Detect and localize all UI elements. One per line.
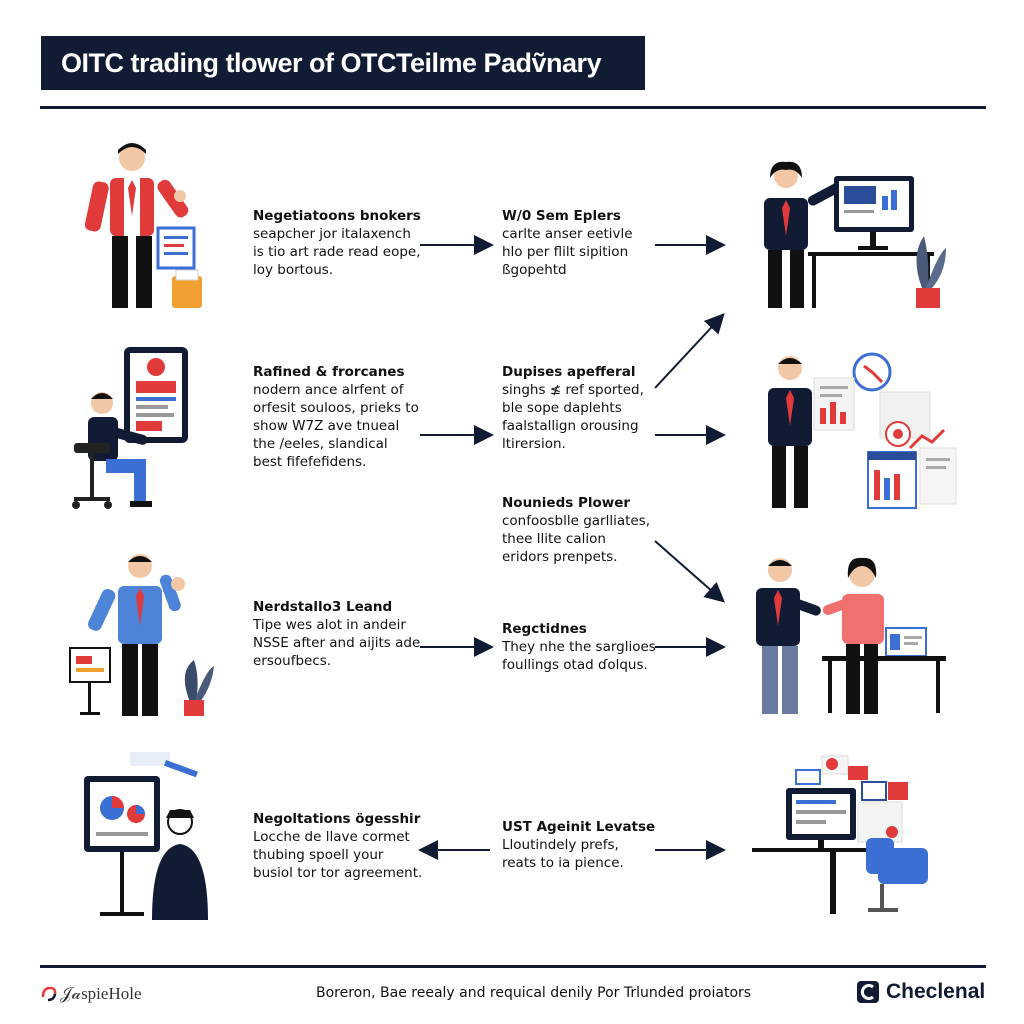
step-line: singhs ≰ ref sported, bbox=[502, 382, 644, 398]
checkbox-logo-icon bbox=[857, 981, 879, 1003]
step-line: reats to ia pience. bbox=[502, 855, 624, 871]
step-line: foullings otad ɗolqus. bbox=[502, 657, 648, 673]
arrow-diag-down bbox=[654, 540, 726, 603]
step-line: eridors prenpets. bbox=[502, 549, 618, 565]
step-line: thee llite calion bbox=[502, 531, 606, 547]
step-heading: Nounieds Plower bbox=[502, 495, 631, 511]
step-line: They nhe the sarglioes bbox=[502, 639, 656, 655]
step-block: Negoltations ögesshir Locche de llave co… bbox=[253, 810, 422, 882]
seated-analyst-illustration bbox=[72, 347, 188, 509]
step-heading: W/0 Sem Eplers bbox=[502, 208, 621, 224]
step-line: ble sope daplehts bbox=[502, 400, 622, 416]
page-title: OITC trading tlower of OTCTeilme Padṽnar… bbox=[61, 47, 602, 78]
presenter-easel-illustration bbox=[69, 554, 214, 716]
step-heading: Dupises apefferal bbox=[502, 364, 636, 380]
step-line: hlo per flilt sipition bbox=[502, 244, 629, 260]
title-banner: OITC trading tlower of OTCTeilme Padṽnar… bbox=[41, 36, 645, 90]
step-line: nodern ance alrfent of bbox=[253, 382, 404, 398]
step-line: thubing spoell your bbox=[253, 847, 384, 863]
step-block: Negetiatoons bnokers seapcher jor italax… bbox=[253, 207, 421, 279]
step-heading: Nerdstallo3 Leand bbox=[253, 599, 393, 615]
step-line: NSSE after and aijits ade bbox=[253, 635, 421, 651]
step-block: W/0 Sem Eplers carlte anser eetivle hlo … bbox=[502, 207, 633, 279]
step-block: UST Ageinit Levatse Lloutindely prefs, r… bbox=[502, 818, 655, 872]
monitor-presenter-illustration bbox=[764, 161, 946, 308]
footer-right-brand: Checlenal bbox=[886, 980, 986, 1003]
step-line: the /eeles, slandical bbox=[253, 436, 388, 452]
step-block: Nounieds Plower confoosblle garlliates, … bbox=[502, 494, 650, 566]
step-heading: Negetiatoons bnokers bbox=[253, 208, 421, 224]
step-line: best fifefefidens. bbox=[253, 454, 367, 470]
step-line: Tipe wes alot in andeir bbox=[253, 617, 406, 633]
step-line: busiol tor tor agreement. bbox=[253, 865, 423, 881]
step-line: orfesit souloos, prieks to bbox=[253, 400, 419, 416]
bottom-divider bbox=[40, 965, 986, 968]
top-divider bbox=[40, 106, 986, 109]
step-heading: Regctidnes bbox=[502, 621, 587, 637]
step-block: Nerdstallo3 Leand Tipe wes alot in andei… bbox=[253, 598, 420, 670]
footer-caption: Boreron, Bae reealy and requical denily … bbox=[316, 985, 752, 1001]
step-block: Dupises apefferal singhs ≰ ref sported, … bbox=[502, 363, 644, 453]
step-block: Rafined & frorcanes nodern ance alrfent … bbox=[253, 363, 419, 471]
step-heading: Negoltations ögesshir bbox=[253, 811, 421, 827]
step-line: faalstallign orousing bbox=[502, 418, 639, 434]
broker-clipboard-illustration bbox=[84, 143, 202, 308]
step-line: Locche de llave cormet bbox=[253, 829, 410, 845]
footer-left-brand: 𝒥𝒶spieHole bbox=[60, 984, 142, 1003]
step-heading: UST Ageinit Levatse bbox=[502, 819, 656, 835]
handshake-meeting-illustration bbox=[756, 557, 946, 714]
step-block: Regctidnes They nhe the sarglioes foulli… bbox=[502, 620, 656, 674]
step-line: show W7Z ave tnueal bbox=[253, 418, 400, 434]
step-line: ßgopehtd bbox=[502, 262, 567, 278]
step-line: is tio art rade read eope, bbox=[253, 244, 421, 260]
workstation-illustration bbox=[752, 755, 928, 914]
logo-swirl-icon bbox=[41, 986, 57, 1002]
dashboard-analyst-illustration bbox=[768, 352, 957, 509]
step-line: confoosblle garlliates, bbox=[502, 513, 651, 529]
arrow-diag-up bbox=[654, 313, 725, 389]
footer-right-logo: Checlenal bbox=[856, 980, 985, 1004]
step-line: Lloutindely prefs, bbox=[502, 837, 619, 853]
step-line: ersoufbecs. bbox=[253, 653, 332, 669]
step-line: carlte anser eetivle bbox=[502, 226, 633, 242]
step-line: loy bortous. bbox=[253, 262, 334, 278]
step-line: ltirersion. bbox=[502, 436, 566, 452]
footer-left-logo: 𝒥𝒶spieHole bbox=[40, 984, 142, 1004]
pie-chart-easel-illustration bbox=[84, 752, 208, 920]
step-heading: Rafined & frorcanes bbox=[253, 364, 405, 380]
step-line: seapcher jor italaxench bbox=[253, 226, 411, 242]
